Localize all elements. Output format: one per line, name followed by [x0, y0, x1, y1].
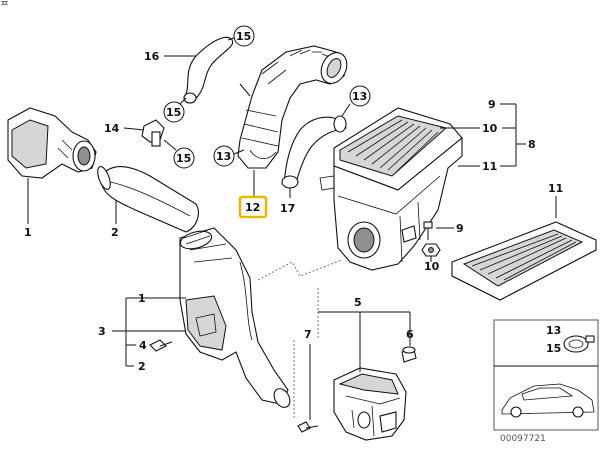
ref-15-top: 15	[236, 30, 251, 43]
inset-label-13: 13	[546, 324, 561, 337]
bracket-label-9: 9	[488, 98, 496, 111]
part-5-resonator[interactable]	[333, 367, 407, 441]
inset-panel	[493, 319, 599, 431]
part-8-air-filter-housing[interactable]	[319, 107, 463, 271]
leader-14	[123, 127, 145, 131]
bracket-label-2: 2	[138, 360, 146, 373]
label-2: 2	[111, 226, 119, 239]
ref-15-low: 15	[176, 152, 191, 165]
part-lower-duct-assembly[interactable]	[178, 227, 293, 410]
corner-glyph: ᄑ	[0, 1, 9, 12]
label-7: 7	[304, 328, 312, 341]
bracket-right	[440, 103, 526, 167]
bracket-label-11: 11	[482, 160, 497, 173]
ref-circle-15-top	[233, 25, 255, 47]
label-6: 6	[406, 328, 414, 341]
ref-15-mid: 15	[166, 106, 181, 119]
bracket-label-4: 4	[139, 339, 147, 352]
label-12: 12	[245, 201, 260, 214]
part-16-small-hose[interactable]	[183, 36, 234, 104]
ref-circle-15-mid	[163, 101, 185, 123]
part-4-screw[interactable]	[149, 339, 173, 352]
part-5-bracket	[318, 311, 411, 372]
part-2-intake-duct[interactable]	[95, 165, 199, 233]
doc-number: 00097721	[500, 434, 546, 444]
highlight-box-12[interactable]	[238, 195, 268, 219]
part-1-intake-snorkel[interactable]	[7, 107, 97, 179]
bracket-label-1: 1	[138, 292, 146, 305]
bracket-left	[112, 297, 186, 367]
inset-label-15: 15	[546, 342, 561, 355]
bracket-label-3: 3	[98, 325, 106, 338]
bracket-label-10: 10	[482, 122, 498, 135]
part-10-washer[interactable]	[421, 243, 441, 257]
ref-circle-15-low	[173, 147, 195, 169]
label-5: 5	[354, 296, 362, 309]
part-14-t-fitting[interactable]	[141, 119, 165, 147]
part-7-screw[interactable]	[297, 421, 319, 433]
guide-line-resonator	[293, 288, 319, 420]
ref-13-right: 13	[352, 90, 367, 103]
ref-circle-13-right	[349, 85, 371, 107]
part-9-screw[interactable]	[423, 221, 433, 240]
label-14: 14	[104, 122, 120, 135]
ref-circle-13-left	[213, 145, 235, 167]
guide-line-duct	[257, 259, 343, 281]
bracket-label-8: 8	[528, 138, 536, 151]
label-1: 1	[24, 226, 32, 239]
ref-13-left: 13	[216, 150, 231, 163]
part-17-curved-hose[interactable]	[281, 115, 347, 189]
part-12-intake-boot[interactable]	[237, 45, 352, 169]
label-10: 10	[424, 260, 440, 273]
label-11: 11	[548, 182, 563, 195]
label-17: 17	[280, 202, 295, 215]
label-16: 16	[144, 50, 160, 63]
part-6-grommet[interactable]	[401, 346, 417, 363]
part-11-filter-element[interactable]	[451, 221, 597, 301]
label-9: 9	[456, 222, 464, 235]
